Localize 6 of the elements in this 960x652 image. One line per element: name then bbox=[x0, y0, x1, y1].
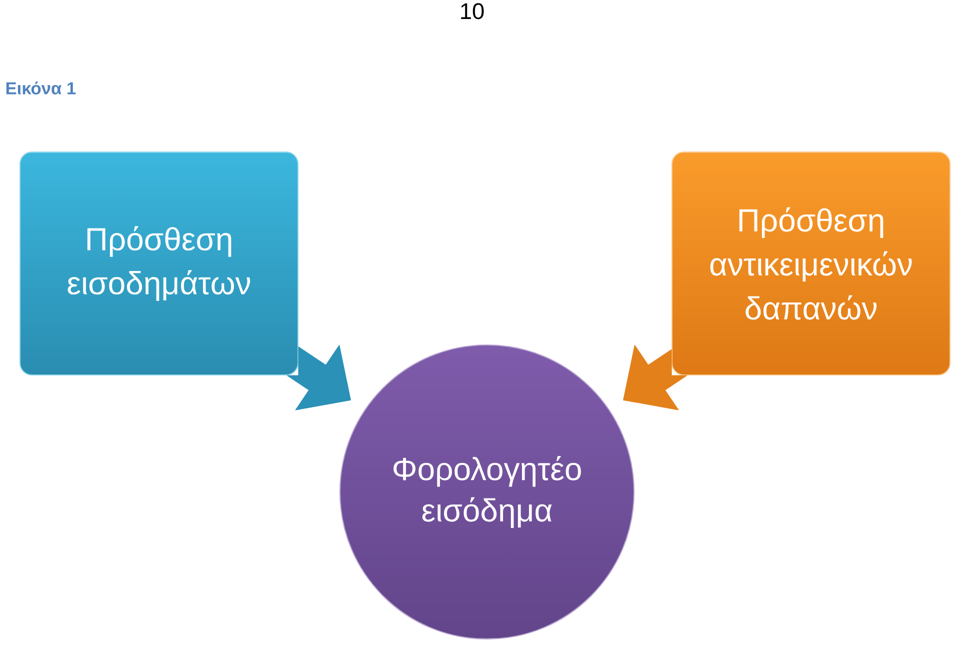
block-arrow bbox=[286, 344, 351, 410]
figure-caption: Εικόνα 1 bbox=[6, 82, 76, 94]
process-box: Πρόσθεση εισοδημάτων bbox=[19, 151, 299, 376]
block-arrow bbox=[623, 344, 688, 410]
page-number: 10 bbox=[461, 3, 484, 20]
process-box: Πρόσθεση αντικειμενικών δαπανών bbox=[671, 151, 951, 376]
